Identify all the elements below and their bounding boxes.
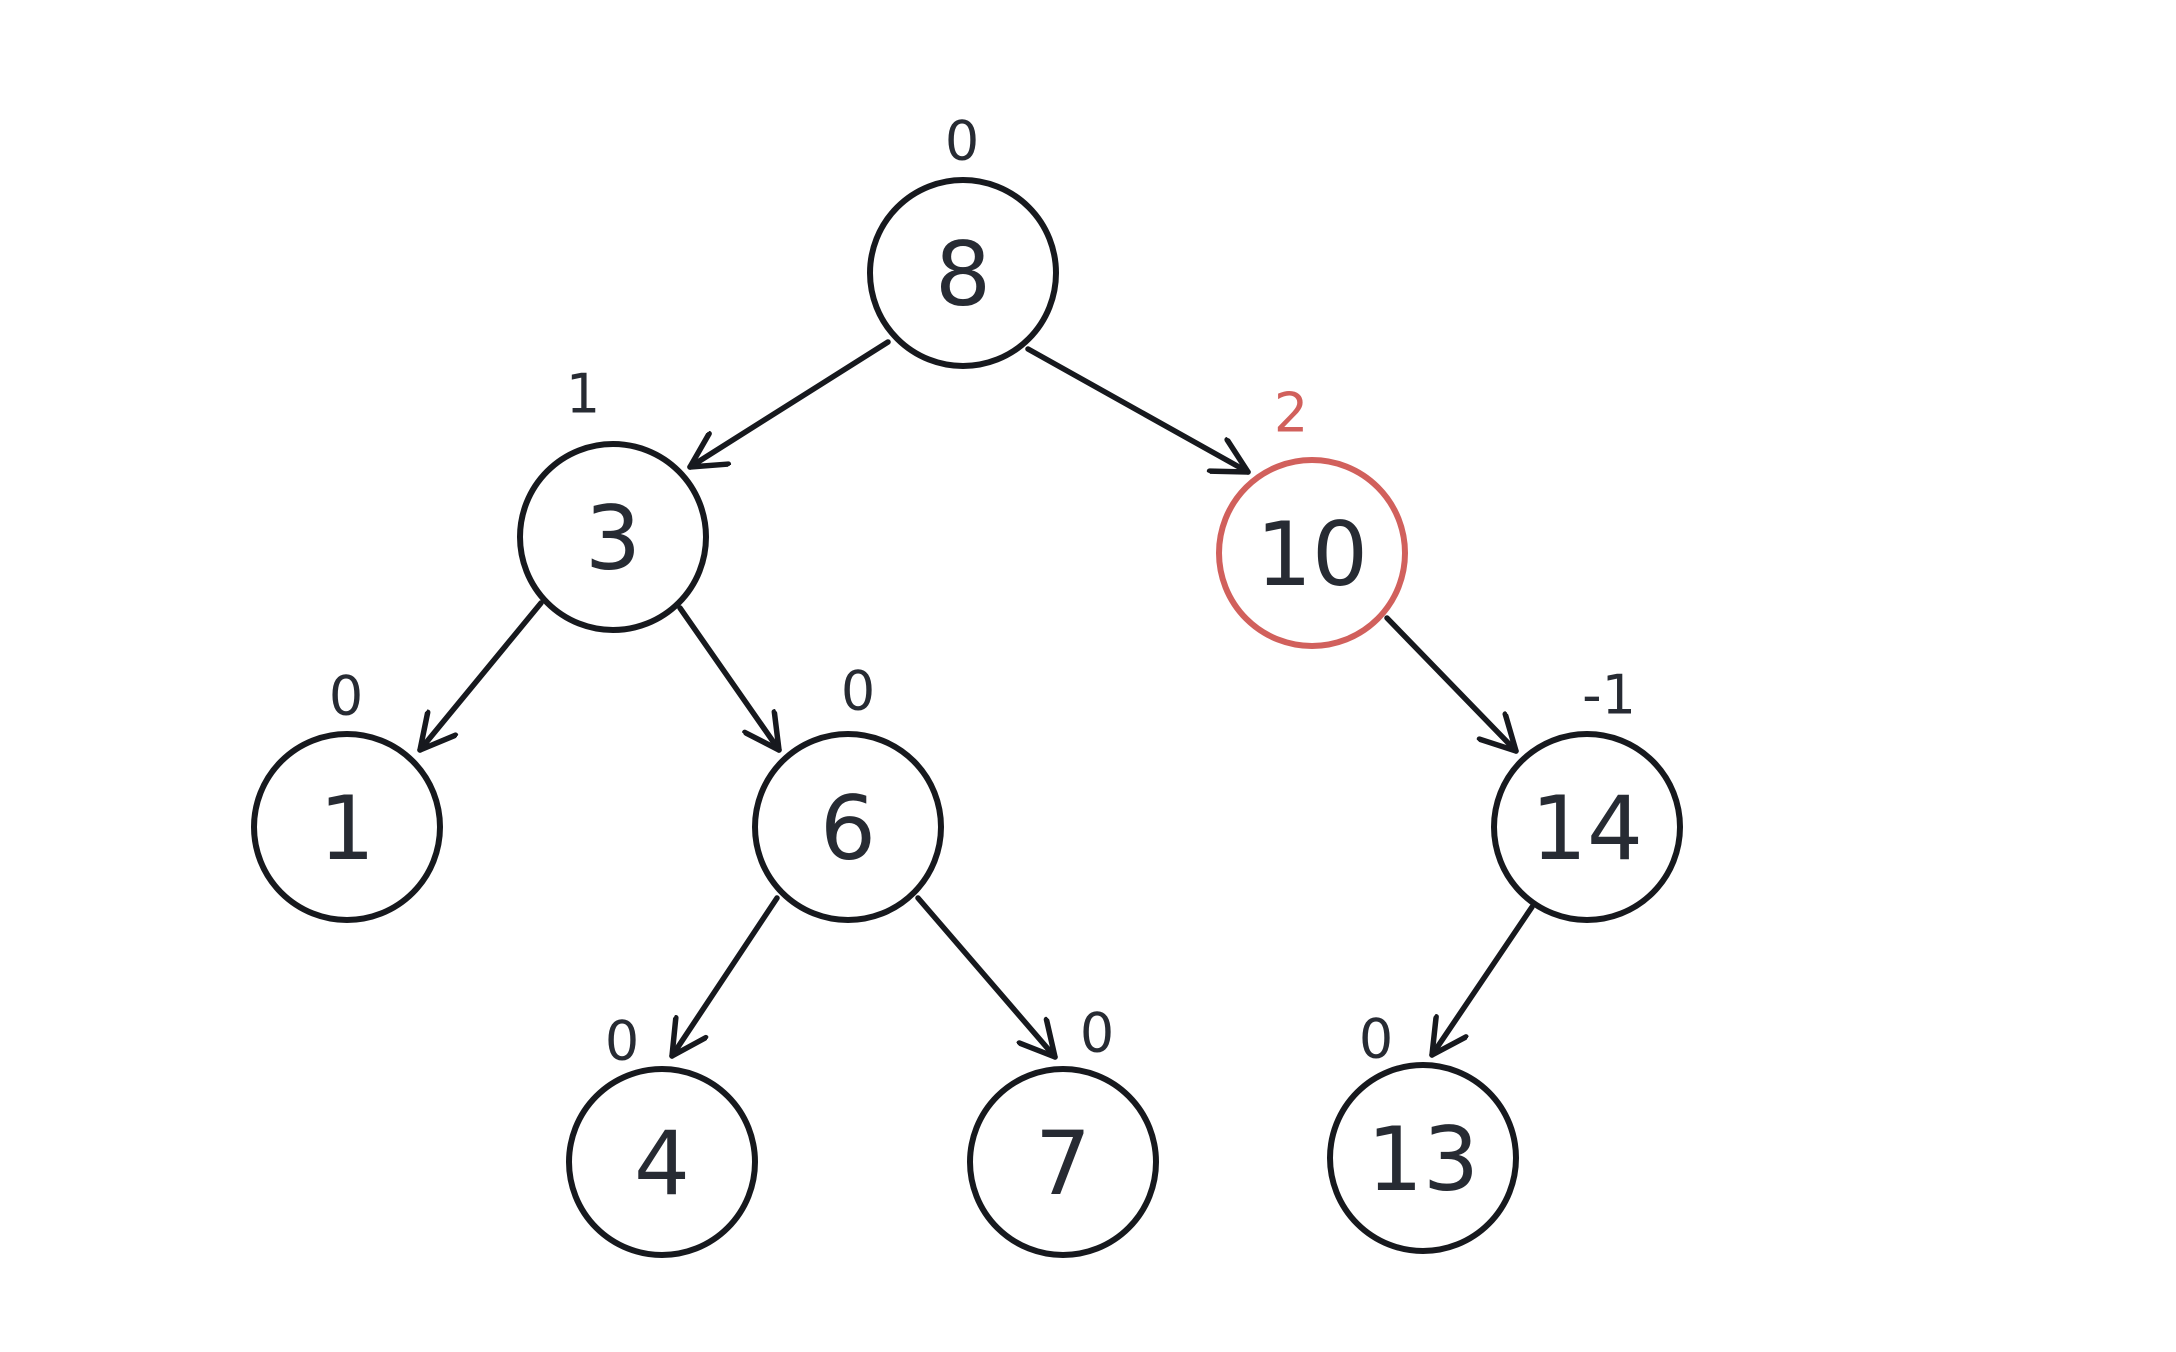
tree-node-3: 31 [517, 363, 709, 633]
tree-node-14: 14 -1 [1491, 664, 1683, 923]
node-value-3: 3 [585, 487, 641, 590]
edge-6-7 [915, 895, 1058, 1060]
edge-6-4 [669, 895, 780, 1059]
tree-node-10: 10 2 [1216, 382, 1408, 649]
node-value-14: 14 [1531, 777, 1643, 880]
node-value-1: 1 [319, 777, 375, 880]
edge-10-14 [1384, 615, 1519, 754]
balance-label-8: 0 [945, 110, 979, 173]
node-circle-10 [1216, 457, 1408, 649]
balance-label-13: 0 [1359, 1008, 1393, 1071]
tree-node-8: 80 [867, 110, 1059, 369]
balance-label-10: 2 [1274, 382, 1308, 445]
node-circle-13 [1327, 1062, 1519, 1254]
tree-node-7: 70 [967, 1002, 1159, 1258]
node-value-4: 4 [634, 1112, 690, 1215]
balance-label-3: 1 [566, 363, 600, 426]
tree-edges [417, 339, 1535, 1060]
balance-label-14: -1 [1582, 664, 1636, 727]
node-value-7: 7 [1035, 1112, 1091, 1215]
tree-node-6: 60 [752, 660, 944, 923]
balance-label-1: 0 [329, 665, 363, 728]
edge-14-13 [1429, 904, 1535, 1058]
edge-3-6 [677, 605, 782, 753]
node-circle-4 [566, 1066, 758, 1258]
balance-label-6: 0 [841, 660, 875, 723]
node-circle-6 [752, 731, 944, 923]
edge-8-3 [687, 339, 891, 470]
tree-node-13: 13 0 [1327, 1008, 1519, 1254]
node-value-13: 13 [1367, 1108, 1479, 1211]
balance-label-7: 0 [1080, 1002, 1114, 1065]
node-circle-14 [1491, 731, 1683, 923]
node-value-10: 10 [1256, 503, 1368, 606]
node-value-8: 8 [935, 223, 991, 326]
tree-node-4: 40 [566, 1010, 758, 1258]
node-circle-8 [867, 177, 1059, 369]
node-circle-1 [251, 731, 443, 923]
node-value-6: 6 [820, 777, 876, 880]
tree-node-1: 10 [251, 665, 443, 923]
edge-3-1 [417, 600, 544, 753]
node-circle-7 [967, 1066, 1159, 1258]
edge-8-10 [1025, 346, 1251, 475]
balance-label-4: 0 [605, 1010, 639, 1073]
node-circle-3 [517, 441, 709, 633]
